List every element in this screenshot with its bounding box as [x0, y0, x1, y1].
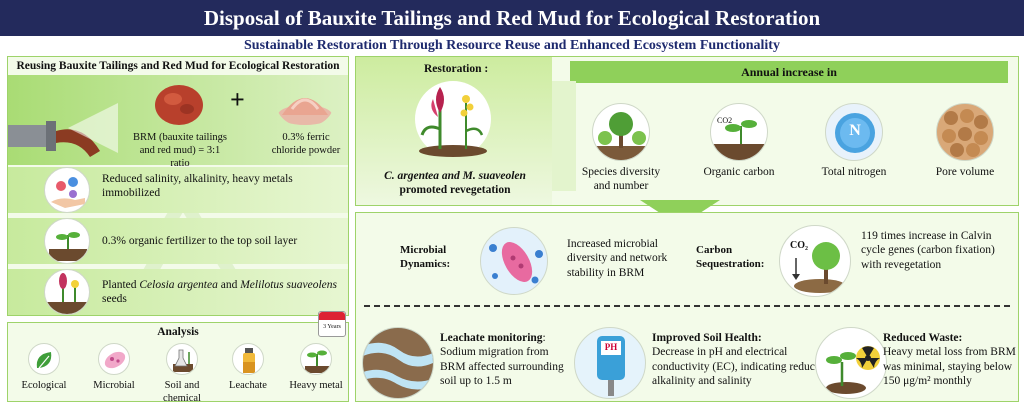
soil-block: Improved Soil Health: Decrease in pH and… [652, 331, 832, 389]
reuse-title: Reusing Bauxite Tailings and Red Mud for… [16, 60, 340, 72]
total-nitrogen-icon: N [825, 103, 883, 161]
flowers-icon [415, 81, 491, 157]
ph-meter-icon: PH [574, 327, 646, 399]
restoration-species: C. argentea and M. suaveolen [384, 170, 526, 182]
species-celosia: Celosia argentea [139, 279, 218, 291]
waste-text: Heavy metal loss from BRM was minimal, s… [883, 346, 1016, 388]
microbe-icon [480, 227, 548, 295]
microbial-label: Microbial Dynamics: [400, 244, 451, 270]
organic-carbon-icon: CO2 [710, 103, 768, 161]
red-mud-icon [153, 79, 205, 127]
restoration-panel: Restoration : C. argentea and M. suaveol… [355, 56, 1019, 206]
leachate-block: Leachate monitoring: Sodium migration fr… [440, 332, 564, 388]
brm-ratio-label: BRM (bauxite tailings and red mud) = 3:1… [133, 132, 227, 170]
step-3-post: seeds [102, 293, 127, 306]
carbon-tree-icon: CO₂ [779, 225, 851, 297]
microbial-text: Increased microbial diversity and networ… [567, 238, 668, 279]
findings-panel: Microbial Dynamics: Increased microbial … [355, 212, 1019, 402]
leachate-label: Leachate monitoring [440, 332, 543, 344]
step-3-text: Planted Celosia argentea and Melilotus s… [102, 278, 342, 307]
annual-title: Annual increase in [741, 64, 837, 79]
section-divider [364, 305, 1010, 307]
co2-small-label: CO2 [717, 116, 733, 125]
microbial-icon [98, 343, 130, 375]
analysis-title: Analysis [157, 326, 199, 338]
co2-label: CO₂ [790, 240, 808, 251]
soil-text: Decrease in pH and electrical conductivi… [652, 346, 826, 388]
planted-seeds-icon [44, 269, 90, 315]
waste-label: Reduced Waste: [883, 332, 963, 344]
nitrogen-symbol: N [849, 122, 861, 139]
species-diversity-label: Species diversity and number [581, 166, 661, 193]
calendar-icon: 3 Years [318, 311, 346, 337]
plus-sign: + [230, 85, 245, 114]
analysis-heavy-metal-label: Heavy metal [289, 380, 343, 391]
pore-volume-label: Pore volume [935, 166, 995, 178]
pore-volume-icon [936, 103, 994, 161]
analysis-soil-label: Soil and chemical [163, 380, 201, 405]
leachate-icon [232, 343, 264, 375]
header-bar: Disposal of Bauxite Tailings and Red Mud… [0, 0, 1024, 36]
fertilizer-icon [44, 218, 90, 264]
ferric-powder-icon [276, 79, 334, 127]
organic-carbon-label: Organic carbon [703, 166, 775, 178]
radiation-plant-icon [815, 327, 887, 399]
leachate-monitoring-icon [362, 327, 434, 399]
leachate-text: Sodium migration from BRM affected surro… [440, 346, 564, 388]
species-melilotus: Melilotus suaveolens [240, 279, 337, 291]
pipe-icon [8, 103, 118, 157]
soil-label: Improved Soil Health: [652, 332, 762, 344]
ph-label: PH [604, 342, 618, 352]
analysis-ecological-label: Ecological [21, 380, 67, 391]
species-diversity-icon [592, 103, 650, 161]
carbon-text: 119 times increase in Calvin cycle genes… [861, 230, 995, 271]
analysis-leachate-label: Leachate [229, 380, 267, 391]
page-title: Disposal of Bauxite Tailings and Red Mud… [203, 5, 821, 30]
ferric-label: 0.3% ferric chloride powder [271, 132, 341, 157]
carbon-label: Carbon Sequestration: [696, 244, 765, 270]
step-3-mid: and [217, 279, 241, 291]
analysis-microbial-label: Microbial [93, 380, 135, 391]
total-nitrogen-label: Total nitrogen [821, 166, 887, 178]
restoration-caption: C. argentea and M. suaveolen promoted re… [362, 169, 548, 198]
waste-block: Reduced Waste: Heavy metal loss from BRM… [883, 331, 1017, 389]
soil-chemical-icon [166, 343, 198, 375]
step-2-text: 0.3% organic fertilizer to the top soil … [102, 235, 298, 247]
step-3-pre: Planted [102, 279, 140, 291]
reuse-panel: Reusing Bauxite Tailings and Red Mud for… [7, 56, 349, 316]
heavy-metal-icon [300, 343, 332, 375]
annual-header: Annual increase in [570, 61, 1008, 83]
restoration-label: Restoration : [424, 63, 489, 75]
restoration-caption-text: promoted revegetation [399, 184, 511, 197]
salinity-reduction-icon [44, 167, 90, 213]
analysis-panel: Analysis 3 Years Ecological Microbial So… [7, 311, 349, 405]
page-subtitle: Sustainable Restoration Through Resource… [244, 38, 780, 53]
calendar-label: 3 Years [323, 324, 341, 330]
ecological-icon [28, 343, 60, 375]
step-1-text: Reduced salinity, alkalinity, heavy meta… [102, 173, 293, 200]
annual-arrow [552, 81, 576, 191]
